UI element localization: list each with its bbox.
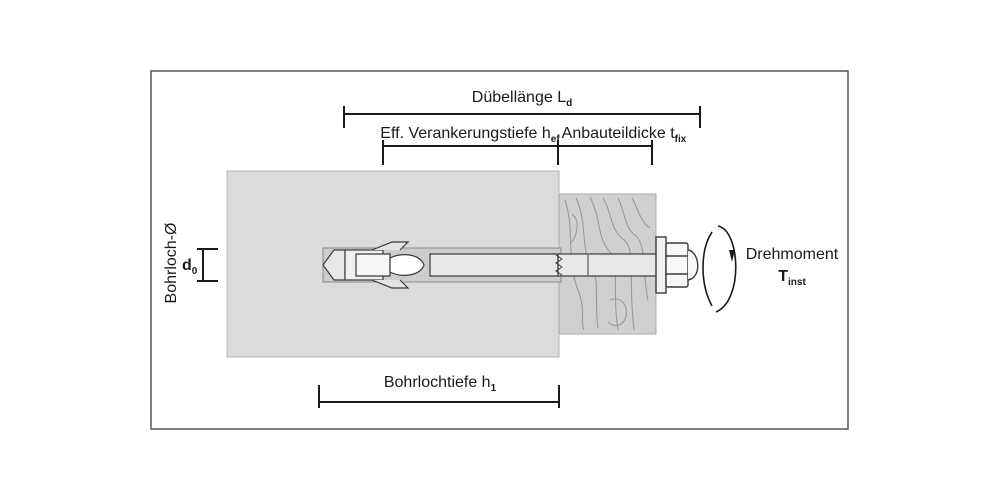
fixture-thickness-label: Anbauteildicke tfix bbox=[562, 125, 687, 145]
dimension-eff-depth bbox=[382, 140, 653, 165]
torque-label: Drehmoment bbox=[746, 246, 839, 263]
dimension-hole-diameter bbox=[197, 248, 218, 282]
hole-depth-label: Bohrlochtiefe h1 bbox=[384, 374, 497, 394]
anchor-bolt bbox=[322, 241, 659, 289]
nut-and-washer bbox=[655, 236, 699, 294]
diameter-symbol-label: d0 bbox=[182, 257, 198, 277]
dimension-anchor-length bbox=[343, 106, 701, 128]
eff-depth-label: Eff. Verankerungstiefe hef bbox=[380, 125, 560, 145]
hole-diameter-label: Bohrloch-Ø bbox=[163, 223, 180, 304]
rotation-arrow-icon bbox=[702, 225, 737, 313]
torque-symbol-label: Tinst bbox=[778, 268, 806, 288]
dimension-hole-depth bbox=[318, 385, 560, 408]
anchor-length-label: Dübellänge Ld bbox=[472, 89, 572, 109]
